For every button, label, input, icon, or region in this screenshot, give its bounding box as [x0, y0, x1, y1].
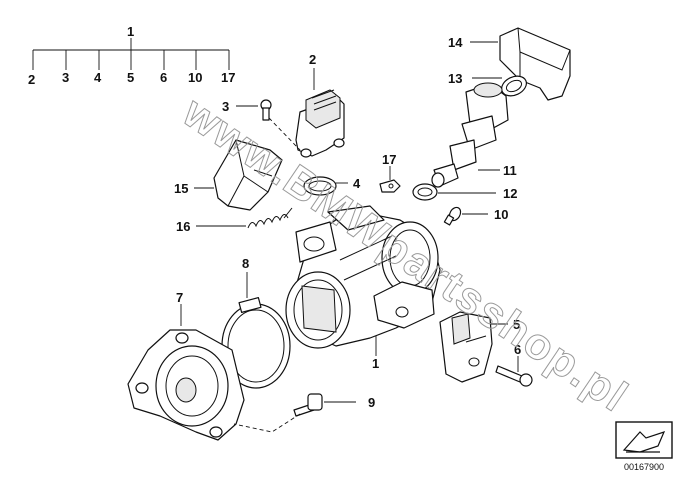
part-11-actuator: [431, 82, 509, 188]
label-12: 12: [503, 186, 517, 201]
part-14-cap: [499, 27, 571, 101]
part-17-clip: [379, 179, 401, 193]
group-label-3: 3: [62, 70, 69, 85]
label-2: 2: [309, 52, 316, 67]
part-6-bolt: [495, 365, 533, 387]
part-5-tps: [439, 311, 493, 383]
label-13: 13: [448, 71, 462, 86]
group-label-2: 2: [28, 72, 35, 87]
label-5: 5: [513, 317, 520, 332]
label-17: 17: [382, 152, 396, 167]
part-12-gasket: [412, 183, 438, 201]
part-2-cover: [295, 89, 345, 158]
label-15: 15: [174, 181, 188, 196]
part-13-seal: [501, 75, 527, 97]
label-9: 9: [368, 395, 375, 410]
label-7: 7: [176, 290, 183, 305]
image-code: 00167900: [624, 462, 664, 472]
label-1: 1: [372, 356, 379, 371]
label-16: 16: [176, 219, 190, 234]
part-15-bracket: [213, 139, 283, 211]
label-10: 10: [494, 207, 508, 222]
label-6: 6: [514, 342, 521, 357]
part-16-spring: [247, 207, 293, 229]
group-label-6: 6: [160, 70, 167, 85]
part-10-sensor: [443, 206, 462, 226]
group-label-1: 1: [127, 24, 134, 39]
group-label-10: 10: [188, 70, 202, 85]
part-4-oring: [303, 176, 337, 196]
part-3-screw: [260, 99, 272, 121]
group-bracket: 1 2 3 4 5 6 10 17: [28, 24, 235, 87]
label-4: 4: [353, 176, 361, 191]
group-label-4: 4: [94, 70, 102, 85]
part-7-flange: [127, 329, 245, 441]
part-9-bolt: [293, 393, 323, 417]
group-label-17: 17: [221, 70, 235, 85]
label-11: 11: [503, 163, 517, 178]
group-label-5: 5: [127, 70, 134, 85]
label-14: 14: [448, 35, 463, 50]
label-3: 3: [222, 99, 229, 114]
arrow-box-icon: [615, 421, 673, 459]
label-8: 8: [242, 256, 249, 271]
part-1-throttle-body: [285, 205, 441, 349]
